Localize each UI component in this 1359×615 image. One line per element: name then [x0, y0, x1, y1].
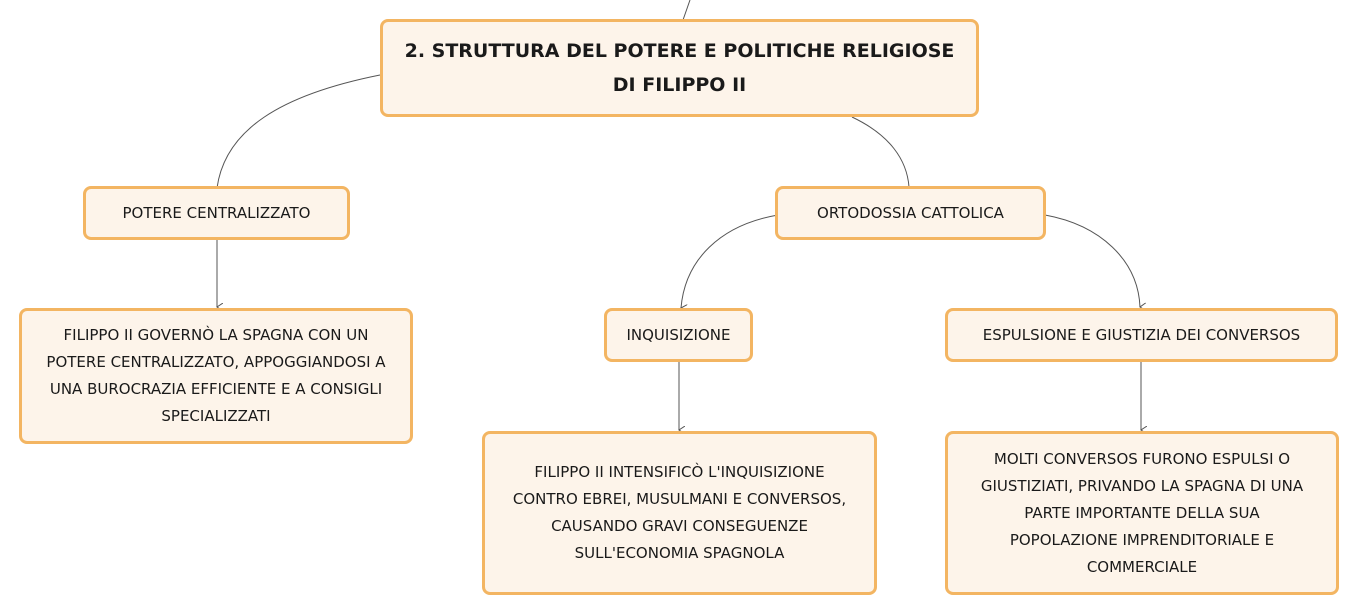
- link-ortodossia-espulsione: [1044, 214, 1140, 307]
- node-inquisizione[interactable]: INQUISIZIONE: [604, 308, 753, 362]
- node-potere-centralizzato[interactable]: POTERE CENTRALIZZATO: [83, 186, 350, 240]
- root-title-line2: DI FILIPPO II: [612, 74, 747, 96]
- text-line: GIUSTIZIATI, PRIVANDO LA SPAGNA DI UNA: [980, 476, 1304, 495]
- text-line: COMMERCIALE: [1086, 557, 1198, 576]
- node-label: INQUISIZIONE: [626, 325, 731, 344]
- text-line: SPECIALIZZATI: [161, 407, 271, 425]
- node-label: ESPULSIONE E GIUSTIZIA DEI CONVERSOS: [982, 325, 1301, 344]
- link-root-ortodossia: [851, 116, 910, 188]
- text-line: POPOLAZIONE IMPRENDITORIALE E: [1009, 530, 1275, 549]
- root-title-line1: 2. STRUTTURA DEL POTERE E POLITICHE RELI…: [404, 40, 955, 62]
- text-line: MOLTI CONVERSOS FURONO ESPULSI O: [993, 449, 1291, 468]
- node-espulsione[interactable]: ESPULSIONE E GIUSTIZIA DEI CONVERSOS: [945, 308, 1338, 362]
- text-line: FILIPPO II INTENSIFICÒ L'INQUISIZIONE: [534, 463, 825, 481]
- node-inquisizione-detail[interactable]: FILIPPO II INTENSIFICÒ L'INQUISIZIONE CO…: [482, 431, 877, 595]
- node-ortodossia-cattolica[interactable]: ORTODOSSIA CATTOLICA: [775, 186, 1046, 240]
- text-line: FILIPPO II GOVERNÒ LA SPAGNA CON UN: [63, 326, 369, 344]
- text-line: UNA BUROCRAZIA EFFICIENTE E A CONSIGLI: [49, 380, 383, 398]
- text-line: POTERE CENTRALIZZATO, APPOGGIANDOSI A: [46, 353, 386, 371]
- link-parent-root: [682, 0, 691, 21]
- text-line: PARTE IMPORTANTE DELLA SUA: [1024, 503, 1260, 522]
- node-potere-detail[interactable]: FILIPPO II GOVERNÒ LA SPAGNA CON UN POTE…: [19, 308, 413, 444]
- text-line: SULL'ECONOMIA SPAGNOLA: [574, 544, 785, 562]
- text-line: CONTRO EBREI, MUSULMANI E CONVERSOS,: [512, 490, 847, 508]
- node-label: POTERE CENTRALIZZATO: [122, 203, 311, 222]
- node-label: ORTODOSSIA CATTOLICA: [817, 203, 1004, 222]
- root-node[interactable]: 2. STRUTTURA DEL POTERE E POLITICHE RELI…: [380, 19, 979, 117]
- node-espulsione-detail[interactable]: MOLTI CONVERSOS FURONO ESPULSI O GIUSTIZ…: [945, 431, 1339, 595]
- text-line: CAUSANDO GRAVI CONSEGUENZE: [551, 517, 808, 535]
- link-ortodossia-inquisizione: [681, 214, 779, 308]
- link-root-potere: [216, 74, 381, 189]
